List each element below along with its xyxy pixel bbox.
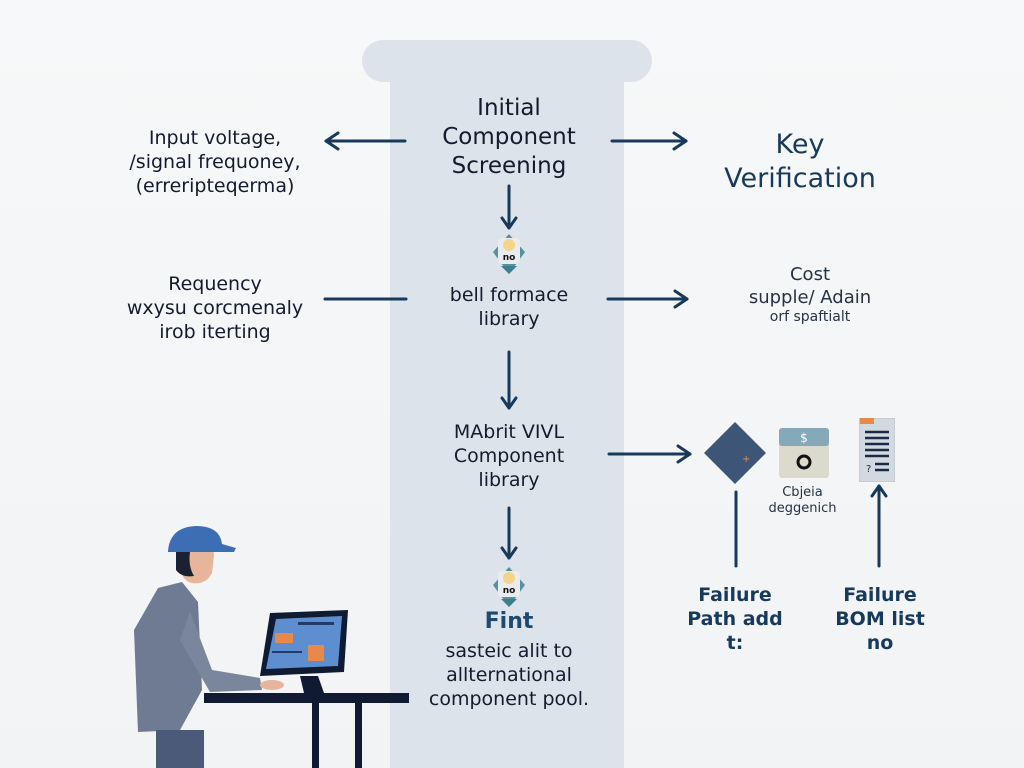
monitor: [260, 610, 348, 693]
label-line: MAbrit VIVL: [453, 421, 565, 443]
label-line: orf spaftialt: [769, 309, 851, 325]
label-line: Cbjeia: [782, 485, 823, 500]
icon-caption: Cbjeia deggenich: [755, 485, 850, 518]
arrow-down-3: [500, 506, 518, 560]
cost-supply-block: Cost supple/ Adain orf spaftialt: [700, 264, 920, 327]
arrow-down-1: [500, 184, 518, 230]
label-line: Component: [453, 444, 565, 467]
badge-label: no: [503, 586, 516, 596]
document-list-icon: ?: [859, 418, 895, 482]
label-line: deggenich: [768, 501, 837, 517]
arrow-left-input: [324, 131, 407, 151]
label-line: Failure: [843, 584, 917, 606]
label-line: t:: [726, 631, 744, 654]
arrow-down-2: [500, 350, 518, 410]
diamond-moon-icon: +: [704, 422, 766, 484]
label-line: Requency: [168, 273, 262, 295]
arrow-right-icons: [607, 444, 692, 464]
step-initial-screening: Initial Component Screening: [400, 94, 618, 180]
left-frequency-block: Requency wxysu corcmenaly irob iterting: [110, 273, 320, 344]
step-component-library: MAbrit VIVL Component library: [400, 421, 618, 492]
step-final-title: Fint: [484, 609, 534, 634]
key-verification-title: Key Verification: [690, 128, 910, 196]
label-line: supple/ Adain: [748, 286, 872, 308]
step-final-description: sasteic alit to allternational component…: [400, 640, 618, 711]
label-line: /signal frequoney,: [129, 150, 301, 173]
label-line: Failure: [698, 584, 772, 606]
left-input-parameters: Input voltage, /signal frequoney, (errer…: [110, 127, 320, 198]
center-column: [390, 60, 624, 768]
title-line: Component: [442, 123, 576, 150]
decision-badge-1: no: [493, 234, 525, 274]
engineer: [134, 526, 284, 768]
label-line: no: [866, 631, 894, 654]
label-line: BOM list: [835, 607, 925, 630]
arrow-up-bom: [870, 484, 888, 568]
label-line: library: [478, 307, 540, 330]
label-line: Path add: [687, 607, 783, 630]
title-line: Key: [775, 129, 825, 160]
label-line: Cost: [789, 264, 831, 285]
arrow-right-cost: [606, 289, 689, 309]
failure-bom-block: Failure BOM list no: [815, 584, 945, 655]
step-performance-library: bell formace library: [400, 284, 618, 332]
svg-text:?: ?: [866, 464, 871, 475]
title-line: Initial: [477, 95, 541, 121]
badge-label: no: [503, 253, 516, 263]
dollar-gauge-icon: $: [779, 428, 829, 478]
label-line: allternational: [446, 663, 572, 686]
label-line: irob iterting: [159, 320, 271, 343]
decision-badge-2: no: [493, 567, 525, 607]
label-line: wxysu corcmenaly: [126, 296, 304, 319]
label-line: component pool.: [428, 687, 590, 710]
title-line: Verification: [724, 162, 876, 194]
desk: [204, 693, 409, 703]
label-line: sasteic alit to: [445, 640, 573, 662]
failure-path-block: Failure Path add t:: [670, 584, 800, 655]
label-line: bell formace: [449, 284, 569, 306]
engineer-illustration: [134, 526, 409, 768]
svg-text:+: +: [742, 454, 750, 465]
label-line: Input voltage,: [148, 127, 282, 149]
arrow-right-verification: [610, 131, 688, 151]
label-line: library: [478, 468, 540, 491]
title-line: Screening: [451, 152, 567, 179]
svg-text:$: $: [800, 431, 808, 445]
label-line: (erreripteqerma): [135, 174, 295, 197]
